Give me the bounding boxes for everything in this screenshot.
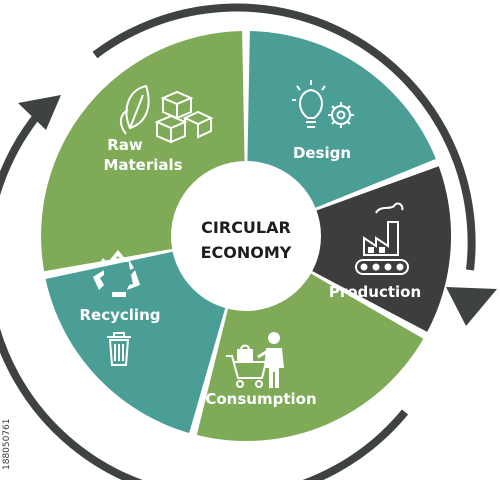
- boxes-icon: [154, 90, 214, 144]
- lightbulb-icon: [292, 80, 326, 128]
- person-icon: [257, 332, 284, 388]
- stock-id-text: 188050761: [2, 418, 12, 470]
- segment-label-production: Production: [329, 283, 421, 301]
- trash-bin-icon: [107, 332, 131, 366]
- cycle-arrows: [0, 3, 497, 480]
- cycle-arrowhead-right: [446, 287, 497, 326]
- segment-label-materials: Materials: [103, 156, 182, 174]
- center-title-line2: ECONOMY: [201, 243, 292, 262]
- center-title-line1: CIRCULAR: [201, 218, 291, 237]
- recycle-icon: [93, 250, 140, 297]
- segment-label-recycling: Recycling: [80, 306, 161, 324]
- segment-label-raw: Raw: [107, 136, 143, 154]
- cycle-arrow-top: [92, 3, 476, 271]
- conveyor-belt-icon: [355, 259, 409, 275]
- cycle-arrow-bottom: [0, 109, 409, 480]
- leaf-icon: [120, 84, 150, 135]
- shopping-cart-icon: [226, 344, 268, 388]
- center-circle: [171, 161, 321, 311]
- segment-label-design: Design: [293, 144, 351, 162]
- segment-label-consumption: Consumption: [205, 390, 316, 408]
- segment-production: [246, 166, 452, 332]
- gear-icon: [328, 102, 354, 128]
- factory-icon: [363, 202, 404, 256]
- cycle-arrowhead-left: [18, 95, 61, 130]
